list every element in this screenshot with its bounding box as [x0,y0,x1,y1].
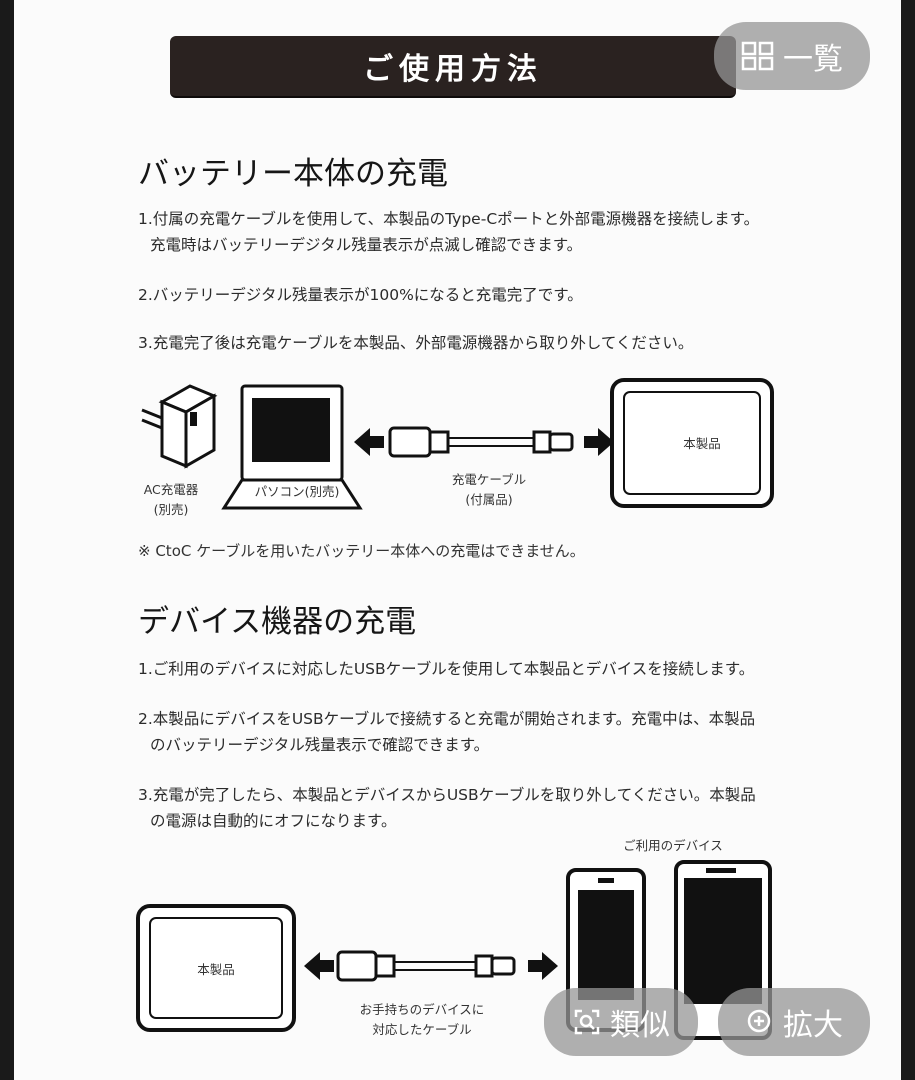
device-step-1: 1.ご利用のデバイスに対応したUSBケーブルを使用して本製品とデバイスを接続しま… [138,660,755,678]
device-step-3-line-1: 3.充電が完了したら、本製品とデバイスからUSBケーブルを取り外してください。本… [138,786,756,804]
ac-charger-sub: (別売) [153,502,189,517]
cable-label: 充電ケーブル [451,472,527,487]
device-step-3: 3.充電が完了したら、本製品とデバイスからUSBケーブルを取り外してください。本… [138,782,756,834]
ctoc-note: ※ CtoC ケーブルを用いたバッテリー本体への充電はできません。 [138,542,585,560]
devices-label: ご利用のデバイス [623,838,723,853]
pc-label: パソコン(別売) [254,484,340,499]
section-heading-device: デバイス機器の充電 [138,604,417,640]
battery-step-1-line-1: 1.付属の充電ケーブルを使用して、本製品のType-Cポートと外部電源機器を接続… [138,210,760,228]
list-view-label: 一覧 [783,42,843,77]
zoom-in-icon [747,1009,771,1033]
similar-search-button[interactable]: 類似 [544,988,698,1056]
grid-icon [741,41,774,71]
ac-adapter-icon [141,384,218,469]
cable-sub: (付属品) [465,492,513,507]
page-title: ご使用方法 [170,36,736,98]
device-diagram-art [136,860,772,1040]
battery-charge-diagram: 本製品 AC充電器 (別売) パソコン(別売) 充電ケーブル (付属品) [14,370,901,530]
similar-label: 類似 [610,1008,670,1043]
device-cable-caption: お手持ちのデバイスに 対応したケーブル [342,1000,502,1040]
product-device-icon [610,378,774,508]
device-cable-icon [304,950,558,982]
device-cable-label: お手持ちのデバイスに [359,1002,485,1017]
battery-cable-icon [354,426,614,458]
manual-page: ご使用方法 バッテリー本体の充電 1.付属の充電ケーブルを使用して、本製品のTy… [14,0,901,1080]
laptop-icon [221,384,363,510]
ac-charger-caption: AC充電器 (別売) [126,480,216,520]
list-view-button[interactable]: 一覧 [714,22,870,90]
device-step-2-line-2: のバッテリーデジタル残量表示で確認できます。 [150,736,490,754]
device-step-2: 2.本製品にデバイスをUSBケーブルで接続すると充電が開始されます。充電中は、本… [138,706,755,758]
product-label-2: 本製品 [197,962,235,977]
battery-step-1-line-2: 充電時はバッテリーデジタル残量表示が点滅し確認できます。 [150,236,583,254]
battery-step-3: 3.充電完了後は充電ケーブルを本製品、外部電源機器から取り外してください。 [138,334,694,352]
similar-search-icon [574,1009,600,1035]
zoom-label: 拡大 [783,1008,843,1043]
battery-step-2: 2.バッテリーデジタル残量表示が100%になると充電完了です。 [138,286,583,304]
product-device-icon-2 [136,904,296,1032]
device-step-2-line-1: 2.本製品にデバイスをUSBケーブルで接続すると充電が開始されます。充電中は、本… [138,710,756,728]
device-charge-diagram: ご利用のデバイス 本製品 お手持ちのデバイスに 対応したケーブル [14,830,901,1080]
cable-caption: 充電ケーブル (付属品) [434,470,544,510]
battery-step-1: 1.付属の充電ケーブルを使用して、本製品のType-Cポートと外部電源機器を接続… [138,206,759,258]
section-heading-battery: バッテリー本体の充電 [138,156,448,192]
battery-diagram-art [141,378,774,510]
device-step-3-line-2: の電源は自動的にオフになります。 [150,812,397,830]
product-label: 本製品 [683,436,721,451]
ac-charger-label: AC充電器 [143,482,199,497]
device-cable-sub: 対応したケーブル [372,1022,472,1037]
zoom-button[interactable]: 拡大 [718,988,870,1056]
